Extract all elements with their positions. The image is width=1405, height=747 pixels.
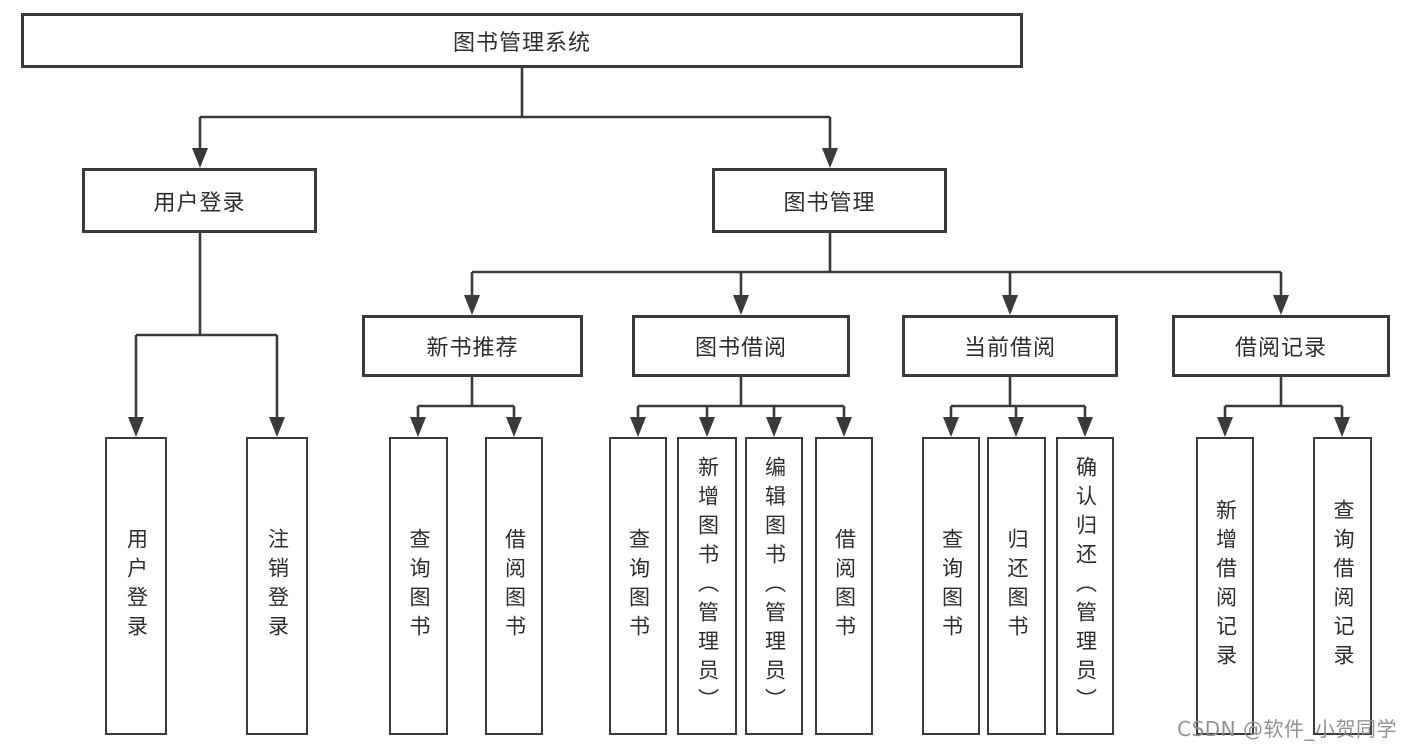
leaf-user-login-label: 用户登录 <box>124 528 149 644</box>
node-root: 图书管理系统 <box>21 13 1023 68</box>
leaf-return-books-label: 归还图书 <box>1005 528 1029 644</box>
leaf-query-borrow-record: 查询借阅记录 <box>1313 437 1372 735</box>
node-borrowing-records-label: 借阅记录 <box>1234 336 1327 361</box>
leaf-query-books-3-label: 查询图书 <box>939 528 964 644</box>
leaf-add-book-admin: 新增图书（管理员） <box>677 437 737 735</box>
leaf-borrow-books-2: 借阅图书 <box>815 437 873 735</box>
leaf-query-books-1: 查询图书 <box>389 437 448 735</box>
leaf-borrow-books-1: 借阅图书 <box>485 437 543 735</box>
leaf-borrow-books-2-label: 借阅图书 <box>832 528 857 644</box>
leaf-query-books-1-label: 查询图书 <box>407 528 431 644</box>
node-borrowing-records: 借阅记录 <box>1172 315 1390 377</box>
node-book-management: 图书管理 <box>712 168 947 233</box>
leaf-logout: 注销登录 <box>246 437 308 735</box>
watermark: CSDN @软件_小贺同学 <box>1177 717 1397 741</box>
leaf-confirm-return-admin-label: 确认归还（管理员） <box>1073 455 1098 717</box>
leaf-add-borrow-record: 新增借阅记录 <box>1196 437 1254 735</box>
node-user-login: 用户登录 <box>82 168 317 233</box>
leaf-query-borrow-record-label: 查询借阅记录 <box>1331 499 1355 673</box>
leaf-borrow-books-1-label: 借阅图书 <box>502 528 527 644</box>
leaf-logout-label: 注销登录 <box>265 528 290 644</box>
leaf-query-books-2: 查询图书 <box>609 437 667 735</box>
leaf-add-borrow-record-label: 新增借阅记录 <box>1213 499 1238 673</box>
node-current-borrowing: 当前借阅 <box>902 315 1118 377</box>
node-book-borrowing: 图书借阅 <box>632 315 850 377</box>
node-book-borrowing-label: 图书借阅 <box>694 336 787 361</box>
node-user-login-label: 用户登录 <box>153 190 246 216</box>
node-root-label: 图书管理系统 <box>452 30 591 56</box>
leaf-edit-book-admin: 编辑图书（管理员） <box>745 437 803 735</box>
leaf-edit-book-admin-label: 编辑图书（管理员） <box>762 455 787 717</box>
node-current-borrowing-label: 当前借阅 <box>963 336 1056 361</box>
leaf-return-books: 归还图书 <box>987 437 1046 735</box>
leaf-query-books-3: 查询图书 <box>922 437 980 735</box>
leaf-add-book-admin-label: 新增图书（管理员） <box>695 455 720 717</box>
node-book-management-label: 图书管理 <box>783 190 876 216</box>
leaf-user-login: 用户登录 <box>105 437 167 735</box>
leaf-confirm-return-admin: 确认归还（管理员） <box>1056 437 1114 735</box>
leaf-query-books-2-label: 查询图书 <box>626 528 651 644</box>
node-new-book-recommend: 新书推荐 <box>362 315 583 377</box>
node-new-book-recommend-label: 新书推荐 <box>426 336 519 361</box>
